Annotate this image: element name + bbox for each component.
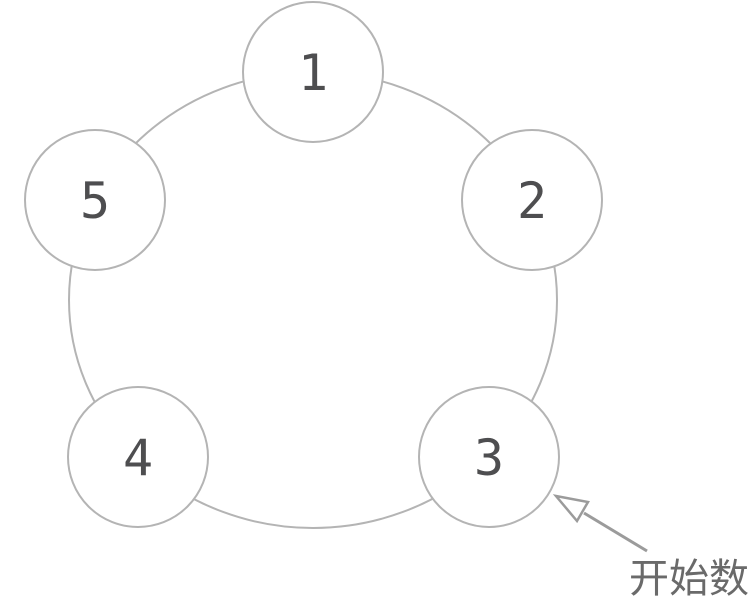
node-label-5: 5 <box>80 172 110 230</box>
node-circle-5 <box>24 129 166 271</box>
node-circle-4 <box>67 386 209 528</box>
node-label-2: 2 <box>517 172 547 230</box>
node-circle-3 <box>418 386 560 528</box>
node-circle-2 <box>461 129 603 271</box>
node-circle-1 <box>242 1 384 143</box>
start-annotation-label: 开始数 <box>629 556 749 602</box>
start-arrow-head-icon <box>552 494 590 524</box>
node-label-4: 4 <box>123 429 153 487</box>
node-label-1: 1 <box>298 44 328 102</box>
node-label-3: 3 <box>474 429 504 487</box>
start-arrow-shaft <box>583 511 648 553</box>
